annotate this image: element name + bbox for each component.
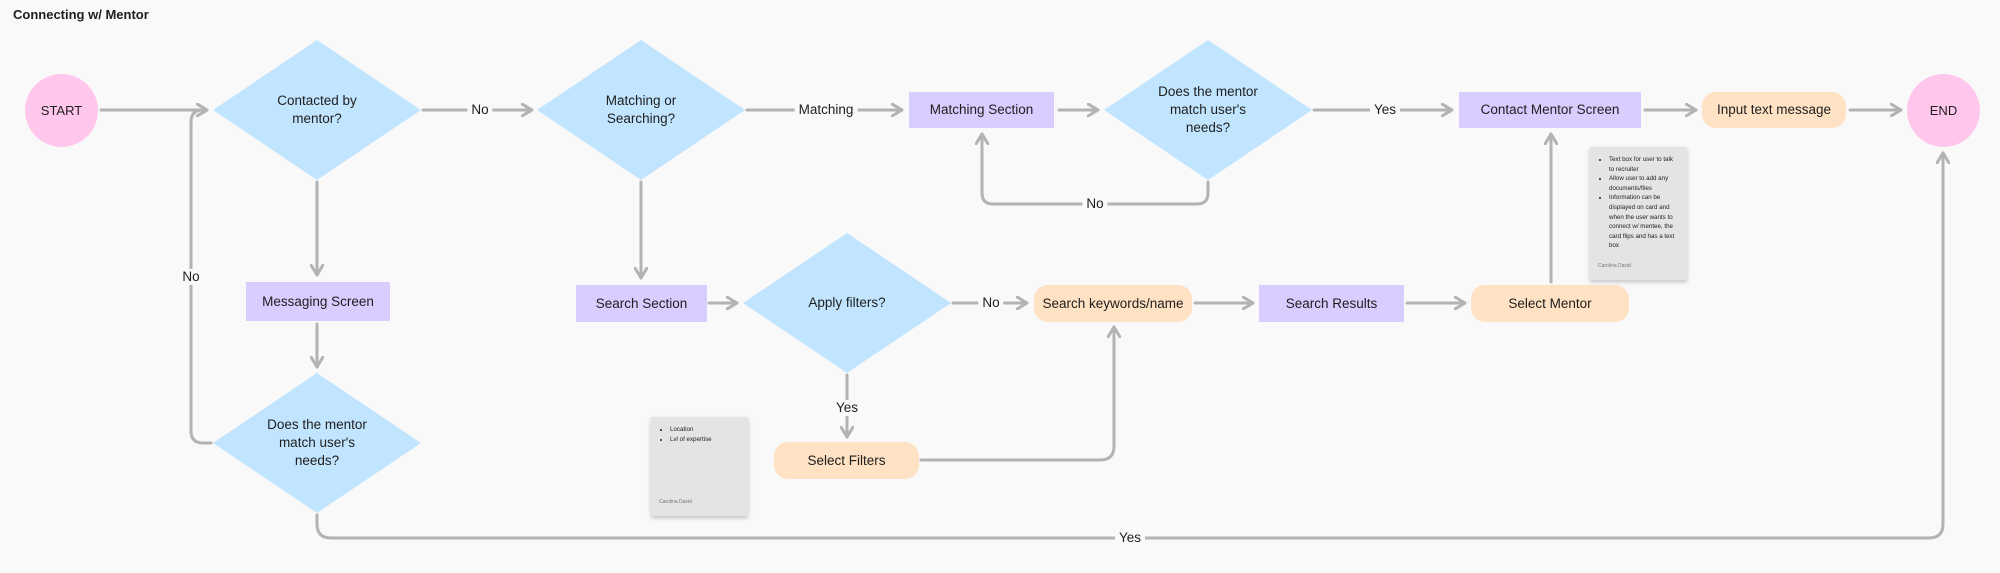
contacted-decision[interactable]: Contacted by mentor? [277, 93, 357, 126]
diamond-contacted [213, 40, 421, 180]
edge-label-no-loop-top: No [1082, 196, 1108, 212]
select-filters-node[interactable]: Select Filters [774, 442, 919, 479]
messaging-screen-node[interactable]: Messaging Screen [246, 282, 390, 321]
contact-mentor-screen-node[interactable]: Contact Mentor Screen [1459, 92, 1641, 128]
search-results-node[interactable]: Search Results [1259, 285, 1404, 322]
sticky-note-contact[interactable]: Text box for user to talk to recruiter A… [1590, 147, 1687, 280]
sticky-note-filters[interactable]: Location Lvl of expertise Carolina David [651, 417, 748, 516]
select-mentor-node[interactable]: Select Mentor [1471, 285, 1629, 322]
input-text-message-node[interactable]: Input text message [1702, 92, 1846, 128]
edge-label-yes-bottom: Yes [1114, 530, 1146, 546]
diamond-apply-filters [743, 233, 951, 373]
search-keywords-node[interactable]: Search keywords/name [1034, 285, 1192, 322]
note-filters-list: Location Lvl of expertise [659, 425, 740, 444]
matching-or-searching-decision[interactable]: Matching or Searching? [605, 93, 677, 126]
decision-diamonds [213, 40, 1312, 513]
mentor-match-top-decision[interactable]: Does the mentor match user's needs? [1158, 84, 1258, 135]
edge-label-yes-filters: Yes [831, 400, 863, 416]
note-author: Carolina David [1598, 263, 1631, 270]
note-filters-item: Location [670, 425, 740, 435]
matching-section-node[interactable]: Matching Section [909, 92, 1054, 128]
note-filters-item: Lvl of expertise [670, 435, 740, 445]
page-title: Connecting w/ Mentor [13, 7, 149, 22]
diamond-mentor-match-bottom [213, 373, 421, 513]
search-section-node[interactable]: Search Section [576, 285, 707, 322]
note-contact-item: Text box for user to talk to recruiter [1609, 155, 1679, 174]
diamond-mentor-match-top [1104, 40, 1312, 180]
edge-label-no-loop-left: No [178, 269, 204, 285]
note-contact-list: Text box for user to talk to recruiter A… [1598, 155, 1679, 251]
apply-filters-decision[interactable]: Apply filters? [808, 295, 886, 310]
edge-label-matching: Matching [794, 102, 858, 118]
edge-label-no-filters: No [978, 295, 1004, 311]
end-node[interactable]: END [1907, 74, 1980, 147]
note-contact-item: Information can be displayed on card and… [1609, 193, 1679, 251]
edge-select-filters-to-keywords [919, 325, 1114, 462]
edge-label-yes-top: Yes [1369, 102, 1401, 118]
edge-yes-bottom [315, 151, 1943, 540]
edge-label-no-contacted: No [467, 102, 493, 118]
diamond-matching-or-searching [537, 40, 745, 180]
note-author: Carolina David [659, 499, 692, 506]
start-node[interactable]: START [25, 74, 98, 147]
mentor-match-bottom-decision[interactable]: Does the mentor match user's needs? [267, 417, 367, 468]
note-contact-item: Allow user to add any documents/files [1609, 174, 1679, 193]
